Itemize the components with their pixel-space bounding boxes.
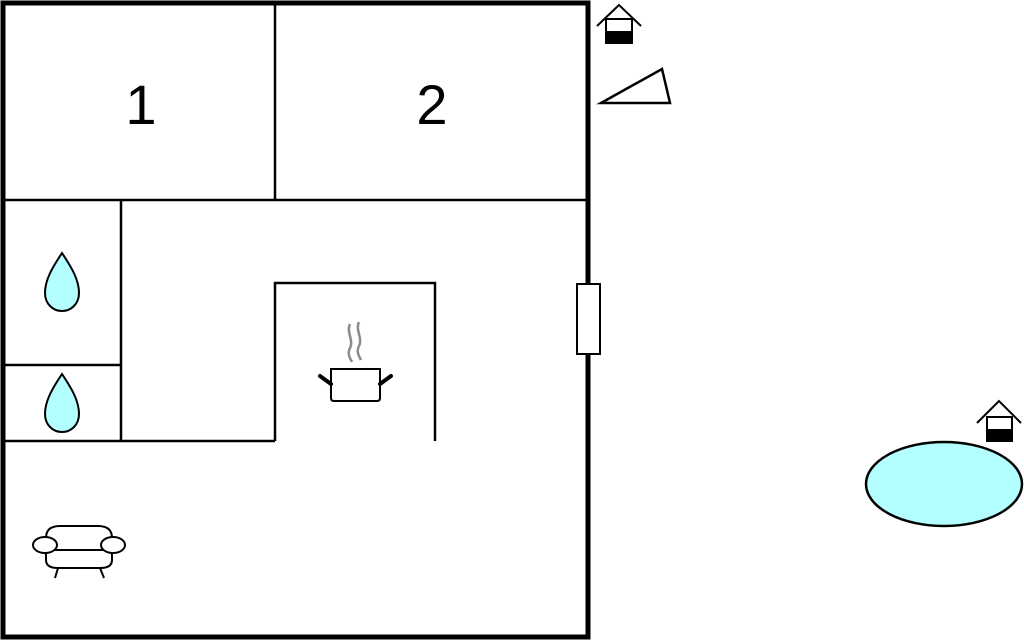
pool-icon [864,440,1024,528]
cooking-pot-icon [318,321,393,402]
sofa-icon [32,525,126,579]
water-drop-icon [43,251,81,313]
inner-walls [3,3,588,443]
house-icon [976,399,1022,442]
window-icon [576,283,601,355]
house-icon [596,3,642,44]
room-label-bedroom-2: 2 [416,73,447,136]
triangle-terrace-icon [596,67,672,105]
water-drop-icon [43,372,81,434]
room-label-bedroom-1: 1 [125,73,156,136]
wall-kitchen [273,281,437,441]
